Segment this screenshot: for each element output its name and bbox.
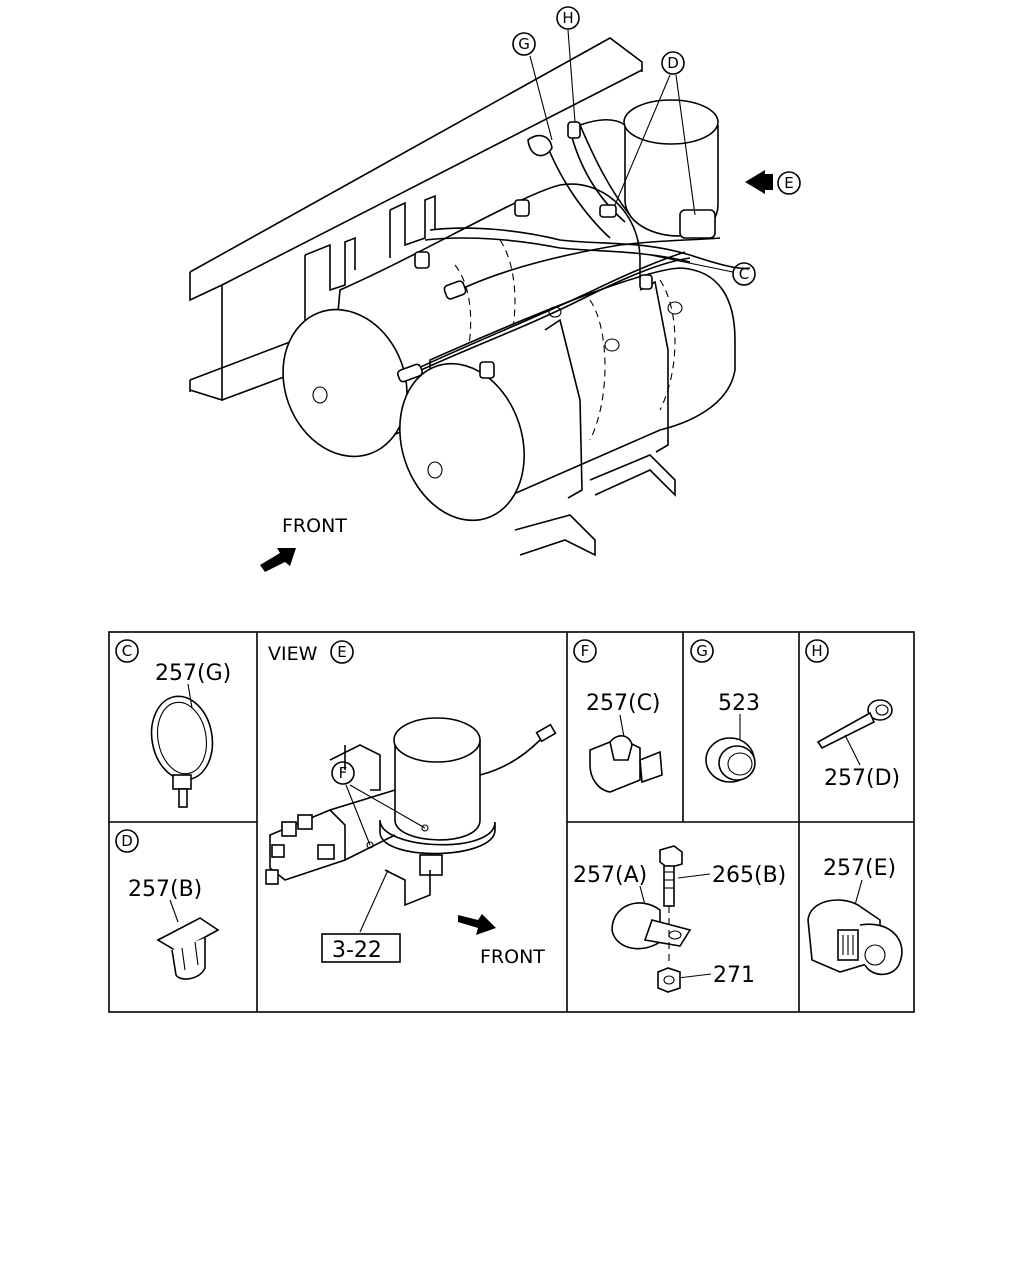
panel-h: H 257(D) [805, 639, 900, 791]
callout-g: G [512, 32, 536, 56]
panel-g: G 523 [690, 639, 760, 783]
bolt [659, 845, 683, 907]
ref-box [321, 933, 401, 963]
mount-brackets [304, 194, 436, 320]
part-label-257c: 257(C) [586, 691, 661, 716]
svg-text:H: H [562, 9, 573, 27]
clip-d-shape [156, 917, 220, 980]
front-arrow [260, 548, 296, 572]
svg-text:E: E [337, 643, 346, 661]
svg-text:G: G [696, 642, 708, 660]
callout-h: H [556, 6, 580, 30]
panel-view-e: VIEW E [265, 640, 557, 968]
svg-text:D: D [121, 832, 133, 850]
svg-text:C: C [122, 642, 132, 660]
svg-text:C: C [739, 265, 749, 283]
svg-text:E: E [784, 174, 793, 192]
part-label-523: 523 [718, 691, 760, 716]
svg-text:G: G [518, 35, 530, 53]
air-dryer [623, 99, 719, 239]
view-front-arrow [458, 914, 496, 935]
dryer-assembly [265, 717, 557, 933]
cable-tie-loop [150, 695, 214, 808]
panel-d: D 257(B) [115, 829, 220, 980]
clip-e-shape [807, 899, 903, 976]
callout-e: E [777, 171, 801, 195]
leader-lines [529, 29, 734, 273]
nut-271 [657, 967, 681, 993]
panel-e-clip: 257(E) [807, 856, 903, 976]
part-label-257a: 257(A) [573, 863, 647, 888]
view-e-arrow [745, 170, 765, 194]
clamp-257a [611, 902, 692, 950]
svg-text:D: D [667, 54, 679, 72]
part-label-257e: 257(E) [823, 856, 896, 881]
callout-d: D [661, 51, 685, 75]
callout-c: C [732, 262, 756, 286]
clip-f-shape [589, 735, 663, 793]
part-label-265b: 265(B) [712, 863, 786, 888]
view-front-label: FRONT [480, 946, 545, 968]
part-label-257g: 257(G) [155, 661, 231, 686]
part-label-257d: 257(D) [824, 766, 900, 791]
panel-f: F 257(C) [573, 639, 663, 793]
panel-fastener: 257(A) 265(B) 271 [573, 845, 786, 993]
hoses-wiring [396, 118, 751, 383]
air-tank-front [399, 199, 736, 557]
part-label-271: 271 [713, 963, 755, 988]
view-e-arrow-tail [765, 174, 773, 190]
callout-f-view [331, 761, 355, 785]
frame-rail [189, 37, 643, 402]
main-assembly-view: G H D E C FRONT [189, 6, 801, 572]
ref-box-label: 3-22 [332, 938, 382, 963]
grommet [705, 737, 756, 783]
detail-grid [108, 631, 915, 1013]
tie-h-shape [816, 699, 893, 750]
front-label: FRONT [282, 515, 347, 537]
svg-text:H: H [811, 642, 822, 660]
view-title: VIEW [268, 643, 318, 665]
svg-text:F: F [581, 642, 590, 660]
part-label-257b: 257(B) [128, 877, 202, 902]
panel-c: C 257(G) [115, 639, 231, 808]
svg-text:F: F [339, 764, 348, 782]
